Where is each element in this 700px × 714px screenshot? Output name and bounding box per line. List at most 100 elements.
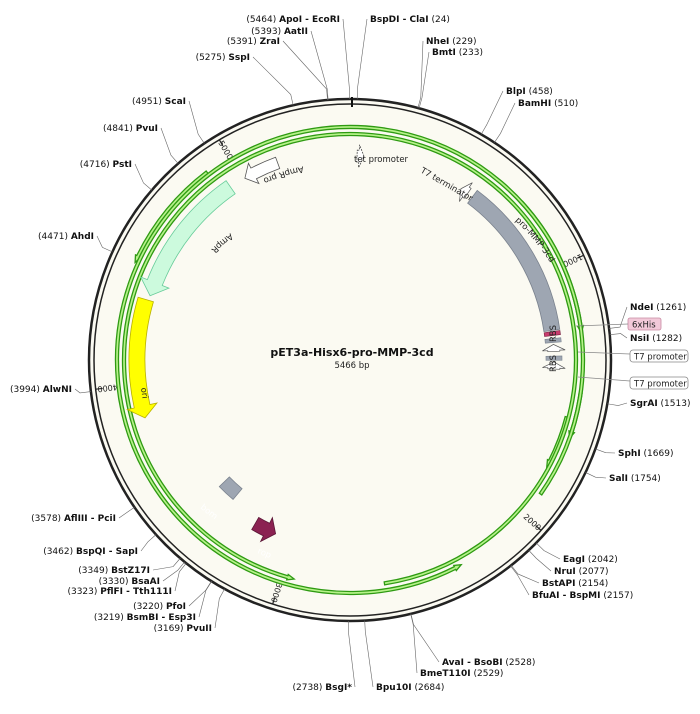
tick-mark — [95, 387, 103, 390]
site-name: SalI — [609, 474, 628, 484]
site-label: NruI (2077) — [554, 567, 609, 577]
site-label: (5393) AatII — [251, 27, 308, 37]
site-position: (1261) — [653, 303, 686, 313]
site-name: SgrAI — [630, 399, 658, 409]
site-name: BamHI — [518, 99, 551, 109]
site-leader-lines — [74, 18, 628, 688]
features — [126, 144, 566, 543]
site-position: (2684) — [412, 683, 445, 693]
tick-mark — [576, 254, 584, 259]
site-name: PvuI — [136, 124, 158, 134]
site-position: (5275) — [196, 53, 229, 63]
site-name: BstAPI — [542, 579, 575, 589]
site-label: BfuAI - BspMI (2157) — [532, 591, 633, 601]
site-label: (4951) ScaI — [132, 97, 186, 107]
site-name: NruI — [554, 567, 576, 577]
site-leader — [152, 558, 181, 571]
t7-promoter-label-2: T7 promoter — [633, 380, 687, 390]
site-label: BlpI (458) — [506, 87, 553, 97]
site-label: NsiI (1282) — [630, 334, 682, 344]
t7-promoter-leader-2 — [577, 376, 631, 382]
site-leader — [282, 40, 328, 100]
site-position: (3169) — [154, 624, 187, 634]
site-position: (229) — [449, 37, 476, 47]
site-position: (2157) — [600, 591, 633, 601]
site-name: BlpI — [506, 87, 526, 97]
site-position: (3220) — [133, 602, 166, 612]
site-name: Bpu10I — [376, 683, 412, 693]
rbs-feature-2 — [545, 355, 563, 361]
site-label: (3994) AlwNI — [10, 385, 72, 395]
site-leader — [410, 613, 440, 663]
site-position: (510) — [551, 99, 578, 109]
tet-promoter-label: tet promoter — [354, 155, 409, 165]
t7-promoter-label-1: T7 promoter — [633, 353, 687, 363]
tick-mark — [272, 597, 276, 605]
tet-promoter-feature — [356, 144, 365, 168]
site-position: (4716) — [80, 160, 113, 170]
orf-arrows — [114, 124, 586, 596]
site-label: SalI (1754) — [609, 474, 661, 484]
ori-label: ori — [138, 387, 149, 399]
site-label: BspDI - ClaI (24) — [370, 15, 450, 25]
site-leader — [198, 581, 212, 618]
site-position: (5464) — [246, 15, 279, 25]
pro-mmp-feature — [467, 189, 561, 333]
site-name: BsgI* — [325, 683, 352, 693]
rbs-label-1: RBS — [549, 325, 559, 342]
ampr-feature — [139, 180, 236, 297]
site-label: SphI (1669) — [618, 449, 673, 459]
site-leader — [494, 102, 516, 143]
t7-promoter-feature-1 — [542, 344, 566, 353]
his-tag-leader — [575, 323, 629, 327]
site-position: (4841) — [103, 124, 136, 134]
site-label: (3330) BsaAI — [99, 577, 160, 587]
site-position: (1669) — [641, 449, 674, 459]
site-name: AvaI - BsoBI — [442, 658, 503, 668]
ori-feature — [126, 296, 158, 419]
site-position: (5393) — [251, 27, 284, 37]
rop-label: rop — [256, 547, 273, 561]
site-name: PflFI - Tth111I — [100, 587, 172, 597]
plasmid-size: 5466 bp — [334, 361, 369, 371]
t7-terminator-feature — [459, 182, 473, 202]
site-label: (5275) SspI — [196, 53, 250, 63]
site-leader — [585, 472, 607, 479]
site-labels: (5464) ApoI - EcoRI BspDI - ClaI (24) (539… — [10, 15, 691, 693]
site-leader — [160, 127, 179, 164]
site-label: (5464) ApoI - EcoRI — [246, 15, 340, 25]
site-leader — [174, 563, 187, 592]
site-position: (3349) — [78, 566, 111, 576]
site-leader — [535, 542, 561, 560]
site-label: (4716) PstI — [80, 160, 132, 170]
site-label: NdeI (1261) — [630, 303, 686, 313]
site-label: AvaI - BsoBI (2528) — [442, 658, 535, 668]
site-leader — [609, 306, 628, 329]
site-position: (2528) — [503, 658, 536, 668]
site-name: NdeI — [630, 303, 653, 313]
site-position: (24) — [429, 15, 450, 25]
tick-mark — [535, 525, 542, 531]
site-position: (4951) — [132, 97, 165, 107]
site-name: BspDI - ClaI — [370, 15, 429, 25]
site-name: AlwNI — [43, 385, 72, 395]
backbone-inner — [93, 103, 607, 617]
site-leader — [418, 51, 430, 109]
site-name: EagI — [563, 555, 585, 565]
site-label: (3219) BsmBI - Esp3I — [94, 613, 196, 623]
site-position: (2738) — [292, 683, 325, 693]
site-leader — [96, 235, 113, 253]
site-leader — [609, 333, 628, 339]
site-position: (3578) — [31, 514, 64, 524]
site-name: ZraI — [260, 37, 280, 47]
site-leader — [480, 90, 504, 135]
site-leader — [510, 565, 530, 596]
site-leader — [356, 18, 368, 100]
t7-promoter-box-2 — [629, 376, 689, 390]
site-position: (233) — [456, 48, 483, 58]
site-name: NheI — [426, 37, 449, 47]
site-name: PvuII — [186, 624, 212, 634]
site-name: AflIII - PciI — [64, 514, 116, 524]
ampr-promoter-feature — [244, 156, 281, 185]
